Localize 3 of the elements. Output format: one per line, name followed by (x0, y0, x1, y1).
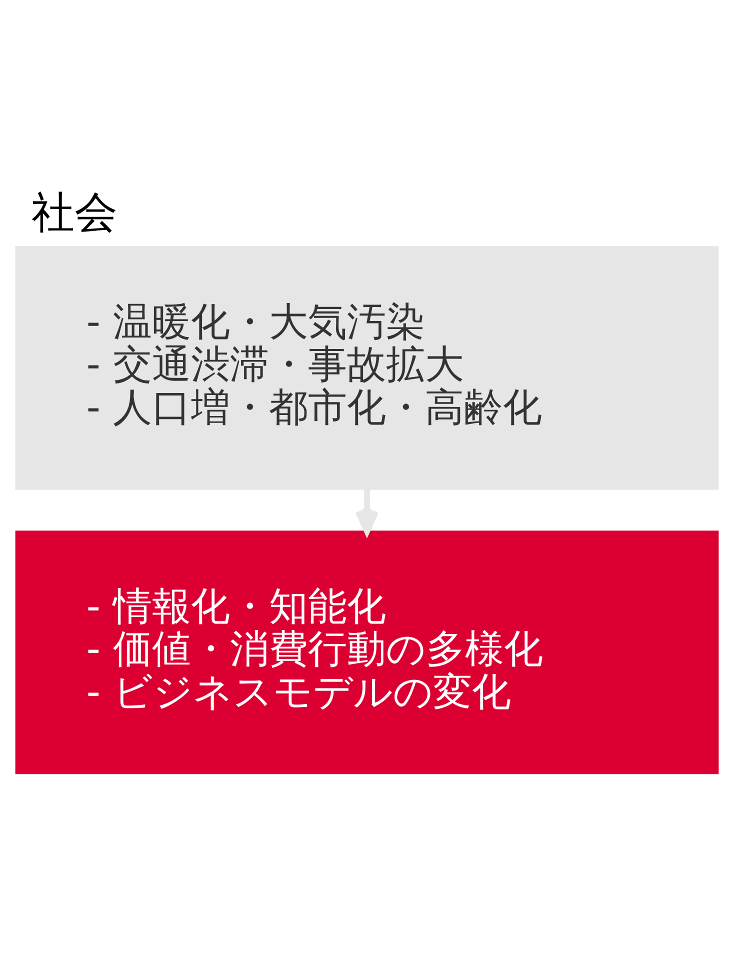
node-box: - 温暖化・大気汚染 - 交通渋滞・事故拡大 - 人口増・都市化・高齢化 (15, 246, 719, 490)
diagram-title: 社会 (32, 187, 118, 238)
node-box: - 情報化・知能化 - 価値・消費行動の多様化 - ビジネスモデルの変化 (15, 530, 719, 774)
